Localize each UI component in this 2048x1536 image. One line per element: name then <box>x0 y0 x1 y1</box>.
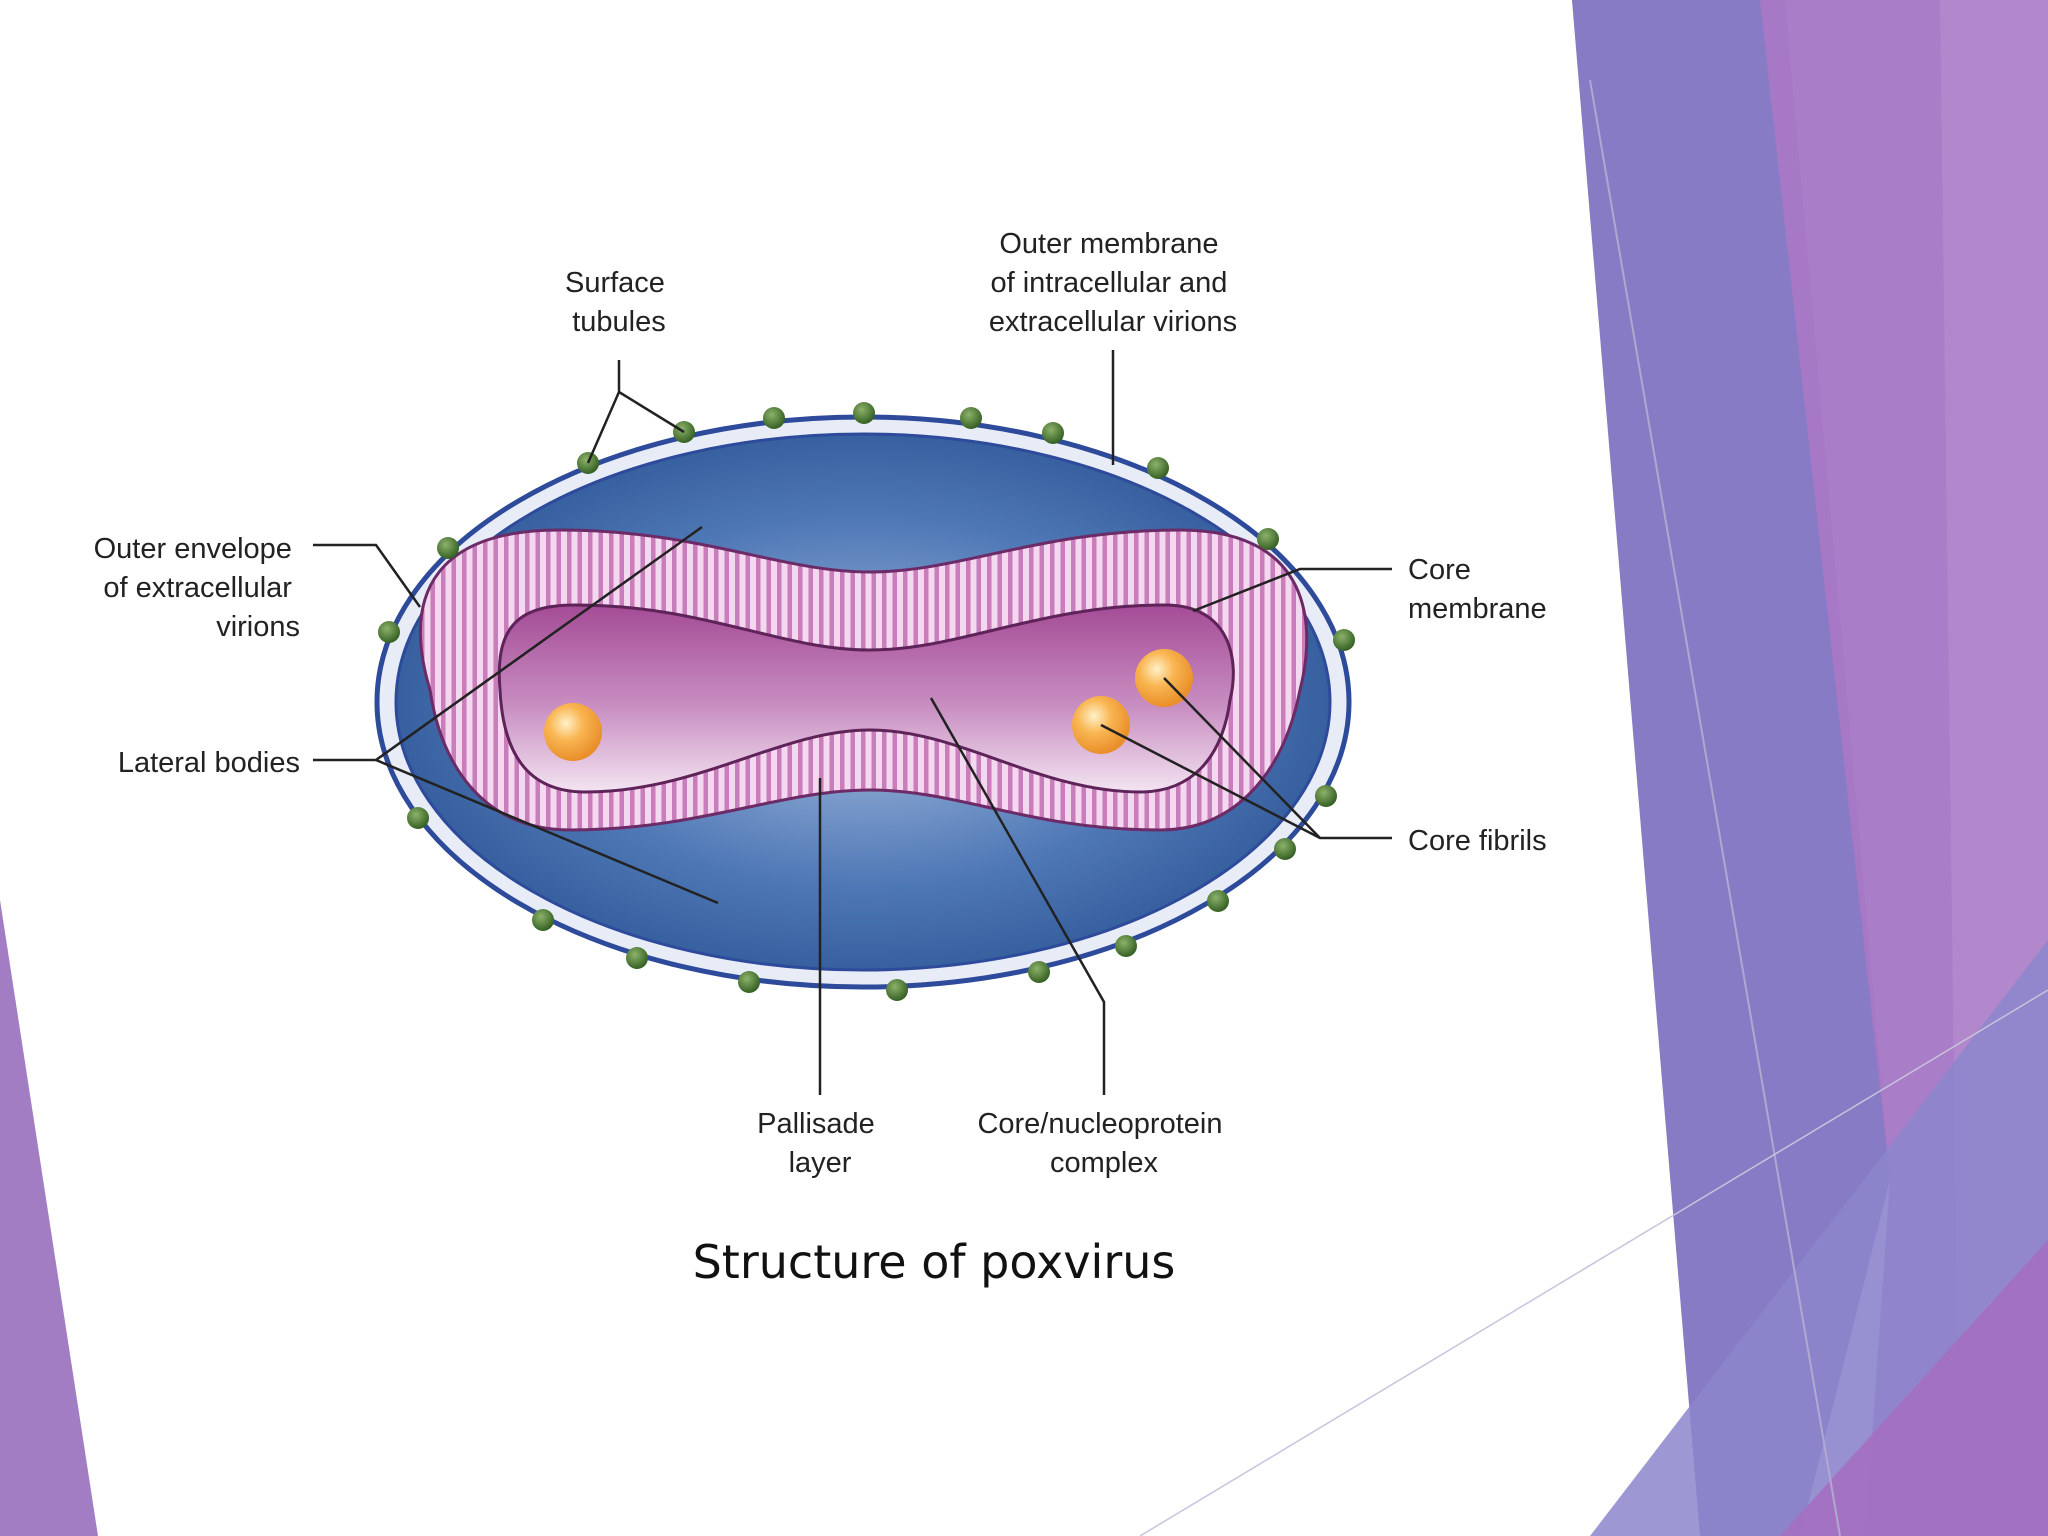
label-core-fibrils: Core fibrils <box>1408 825 1547 857</box>
leader-lines <box>313 350 1392 1095</box>
label-lateral-bodies: Lateral bodies <box>118 747 300 779</box>
label-outer-envelope: Outer envelope of extracellular virions <box>94 533 300 643</box>
surface-tubule <box>1333 629 1355 651</box>
lateral-body-left <box>544 703 602 761</box>
slide-decoration-right <box>1139 0 2048 1536</box>
surface-tubule <box>1257 528 1279 550</box>
surface-tubule <box>960 407 982 429</box>
surface-tubule <box>763 407 785 429</box>
label-surface-tubules: Surface tubules <box>565 267 673 338</box>
surface-tubule <box>1207 890 1229 912</box>
label-pallisade-layer: Pallisade layer <box>757 1108 883 1179</box>
surface-tubule <box>1042 422 1064 444</box>
surface-tubule <box>1028 961 1050 983</box>
surface-tubule <box>532 909 554 931</box>
surface-tubule <box>1274 838 1296 860</box>
slide-caption: Structure of poxvirus <box>693 1235 1176 1289</box>
label-outer-membrane: Outer membrane of intracellular and extr… <box>989 228 1237 338</box>
surface-tubule <box>437 537 459 559</box>
surface-tubule <box>1315 785 1337 807</box>
surface-tubule <box>407 807 429 829</box>
surface-tubule <box>738 971 760 993</box>
slide-decoration-left <box>0 900 98 1536</box>
surface-tubules <box>378 402 1355 1001</box>
surface-tubule <box>378 621 400 643</box>
label-core-membrane: Core membrane <box>1408 554 1547 625</box>
poxvirus-virion <box>374 414 1352 990</box>
surface-tubule <box>886 979 908 1001</box>
surface-tubule <box>853 402 875 424</box>
surface-tubule <box>1115 935 1137 957</box>
core-nucleoprotein-complex <box>497 603 1235 794</box>
label-core-nucleoprotein-complex: Core/nucleoprotein complex <box>977 1108 1230 1179</box>
surface-tubule <box>626 947 648 969</box>
surface-tubule <box>1147 457 1169 479</box>
